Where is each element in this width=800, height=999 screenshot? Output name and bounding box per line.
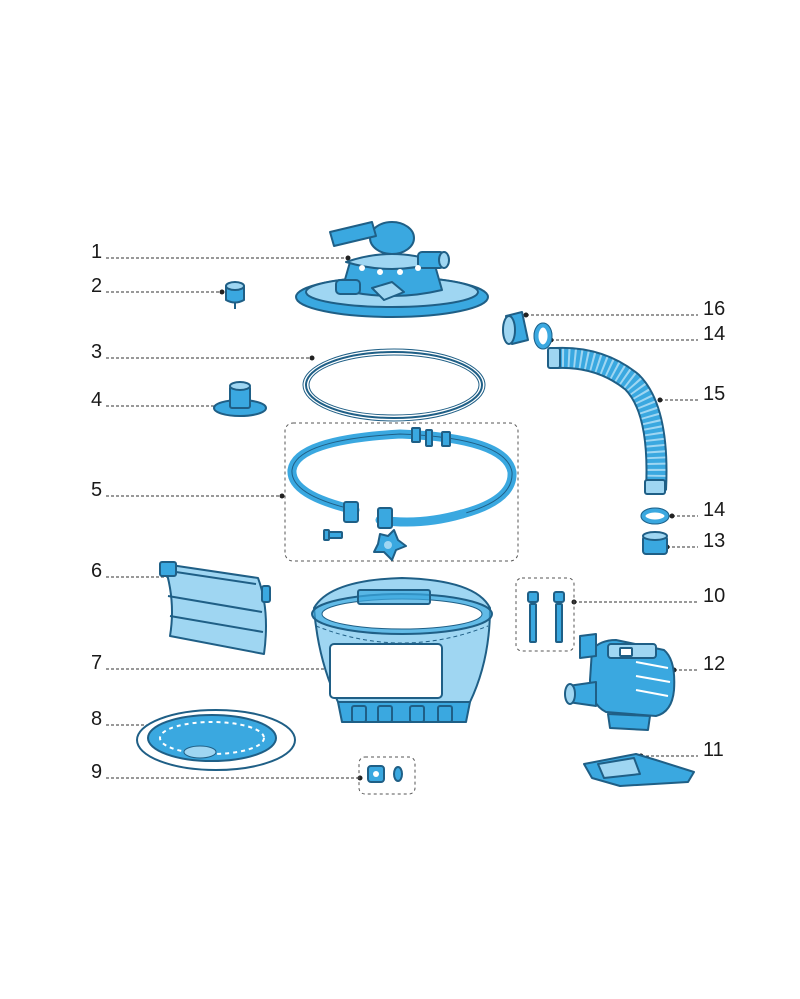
pump-base-bracket [583, 753, 695, 787]
hose-adapter [502, 311, 529, 345]
part-number-2: 2 [91, 275, 102, 297]
pool-pump [564, 633, 676, 731]
callout-12: 12 [671, 653, 725, 675]
part-number-6: 6 [91, 560, 102, 582]
part-number-14-lower: 14 [703, 499, 725, 521]
callout-13: 13 [664, 530, 725, 552]
callout-7: 7 [91, 652, 353, 674]
tank-o-ring [302, 348, 486, 422]
mounting-bolts [527, 591, 565, 643]
part-number-1: 1 [91, 241, 102, 263]
part-number-14-upper: 14 [703, 323, 725, 345]
part-number-12: 12 [703, 653, 725, 675]
part-number-4: 4 [91, 389, 102, 411]
tank-clamp-band [287, 427, 517, 529]
callout-1: 1 [91, 241, 351, 263]
part-number-15: 15 [703, 383, 725, 405]
part-number-13: 13 [703, 530, 725, 552]
callout-16: 16 [523, 298, 725, 320]
tank-base-plate [136, 709, 296, 771]
callout-3: 3 [91, 341, 315, 363]
callout-2: 2 [91, 275, 225, 297]
callout-15: 15 [657, 383, 725, 405]
callout-10: 10 [571, 585, 725, 607]
bolt-set-group [515, 577, 575, 652]
callout-14-upper: 14 [548, 323, 725, 345]
hose-clamp-lower [640, 507, 670, 525]
part-number-16: 16 [703, 298, 725, 320]
drain-cap-and-seal [367, 765, 403, 783]
clamp-knob [373, 529, 407, 561]
clamp-assembly-group [284, 422, 519, 562]
part-number-8: 8 [91, 708, 102, 730]
callout-4: 4 [91, 389, 222, 411]
part-number-5: 5 [91, 479, 102, 501]
part-number-3: 3 [91, 341, 102, 363]
hose-end-cap [642, 531, 668, 555]
callout-14-lower: 14 [669, 499, 725, 521]
callout-5: 5 [91, 479, 285, 501]
small-fittings-group [358, 756, 416, 795]
part-number-11: 11 [703, 739, 724, 761]
filter-grid-segment [159, 561, 271, 655]
multiport-valve-lid [295, 221, 489, 318]
hose-clamp-upper [533, 322, 553, 350]
filter-tank-body [311, 577, 493, 723]
clamp-bolt [323, 529, 343, 541]
connection-hose [547, 346, 668, 495]
drain-fitting [213, 381, 267, 417]
part-number-7: 7 [91, 652, 102, 674]
pressure-gauge-plug [225, 281, 245, 309]
part-number-9: 9 [91, 761, 102, 783]
part-number-10: 10 [703, 585, 725, 607]
